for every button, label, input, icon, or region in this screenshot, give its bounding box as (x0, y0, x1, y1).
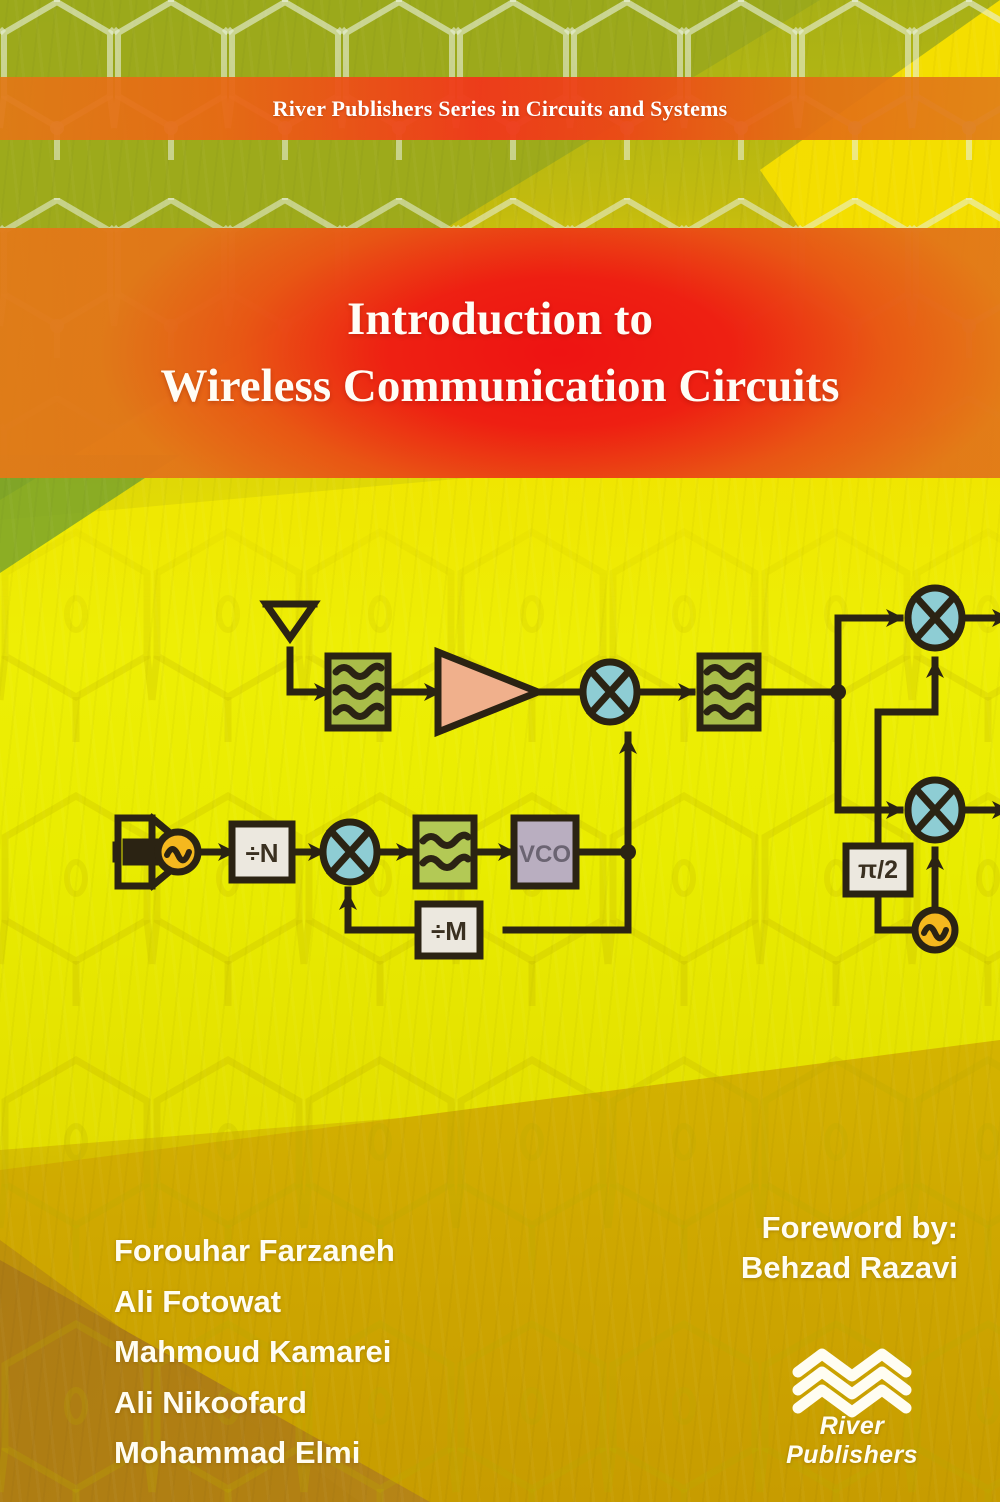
book-title-line-1: Introduction to (347, 293, 653, 346)
loop-filter-block (412, 814, 478, 890)
phase-shifter-block: π/2 (842, 842, 914, 898)
if-filter-block (696, 652, 762, 732)
lo2-oscillator-icon (915, 910, 955, 950)
publisher-logo: River Publishers (752, 1346, 952, 1474)
publisher-name: River Publishers (786, 1412, 918, 1469)
author-name: Mahmoud Kamarei (114, 1334, 392, 1370)
author-name: Mohammad Elmi (114, 1435, 361, 1471)
rf-filter-block (324, 652, 392, 732)
foreword-credit: Foreword by: Behzad Razavi (628, 1208, 958, 1289)
pfd-mixer-icon (323, 822, 377, 882)
series-banner: River Publishers Series in Circuits and … (0, 77, 1000, 140)
title-banner: Introduction to Wireless Communication C… (0, 228, 1000, 478)
antenna-icon (259, 600, 321, 645)
receiver-block-diagram: .wire{stroke:#2b2313;stroke-width:7;fill… (112, 560, 1000, 960)
lna-amplifier-icon (434, 646, 548, 738)
divider-n-block: ÷N (228, 820, 296, 884)
vco-block: VCO (510, 814, 580, 890)
foreword-label: Foreword by: (761, 1210, 958, 1245)
rf-mixer-icon (583, 662, 637, 722)
river-waves-icon (792, 1348, 912, 1418)
q-mixer-icon (908, 780, 962, 840)
divider-m-block: ÷M (414, 900, 484, 960)
i-mixer-icon (908, 588, 962, 648)
divider-m-label: ÷M (431, 916, 467, 946)
author-list: Forouhar Farzaneh Ali Fotowat Mahmoud Ka… (114, 1226, 594, 1479)
series-label: River Publishers Series in Circuits and … (272, 95, 728, 121)
phase-shifter-label: π/2 (858, 856, 898, 884)
book-title-line-2: Wireless Communication Circuits (160, 360, 840, 412)
vco-label: VCO (519, 841, 571, 868)
author-name: Forouhar Farzaneh (114, 1233, 395, 1268)
crystal-icon (112, 813, 181, 891)
foreword-author-name: Behzad Razavi (740, 1250, 958, 1286)
author-name: Ali Fotowat (114, 1283, 282, 1319)
divider-n-label: ÷N (245, 838, 278, 868)
reference-oscillator-icon (158, 832, 198, 872)
author-name: Ali Nikoofard (114, 1384, 307, 1420)
